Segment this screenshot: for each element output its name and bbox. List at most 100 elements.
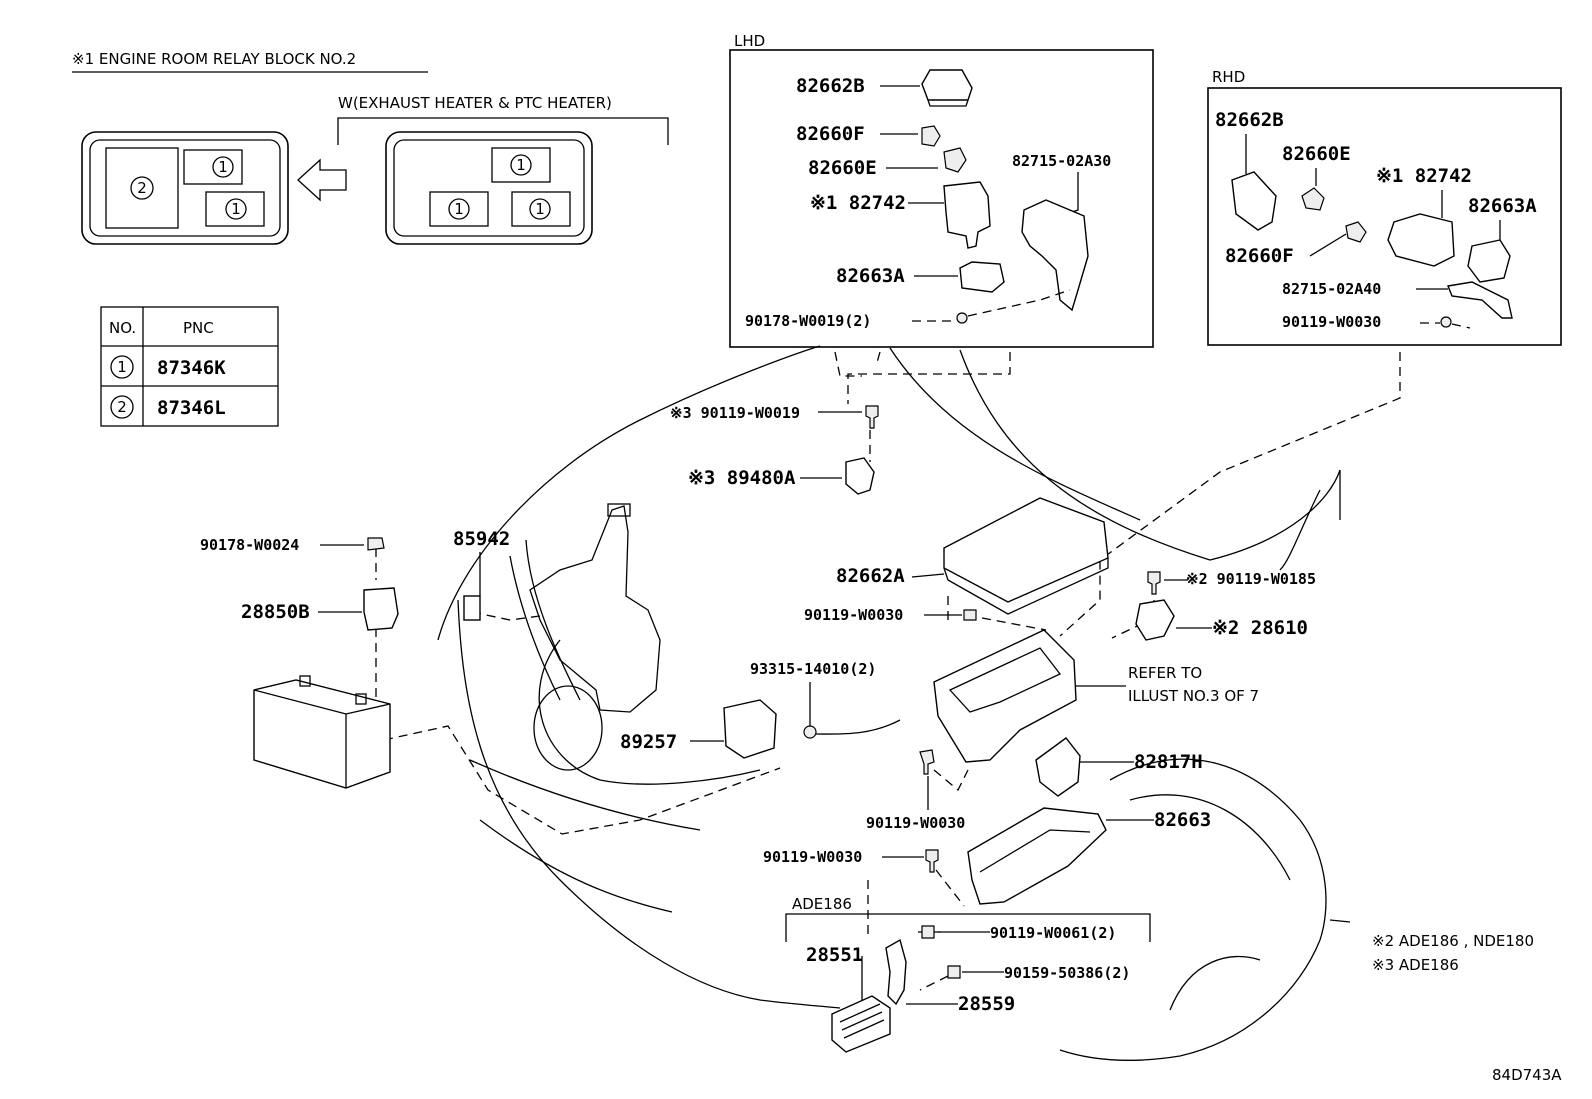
part-label-85942: 85942 (453, 528, 510, 550)
assembly-line (875, 351, 881, 367)
footnotes: ※2 ADE186 , NDE180 ※3 ADE186 84D743A (1372, 932, 1562, 1084)
wheel-arch-edge (1329, 919, 1351, 923)
part-label-82663A: 82663A (836, 265, 905, 287)
relay-box-cavity (948, 647, 1062, 713)
bolt-part (865, 405, 879, 429)
relay-block-part (1387, 213, 1455, 267)
note-2: ※2 ADE186 , NDE180 (1372, 932, 1534, 950)
relay-block-left-inner (89, 139, 281, 237)
sensor-part (1135, 599, 1175, 641)
assembly-line (1451, 323, 1471, 329)
relay-slot-small (429, 191, 489, 227)
ade186-bracket (785, 913, 1151, 942)
washer-tank (529, 505, 661, 713)
bracket-part (1447, 281, 1513, 319)
bracket-part (1021, 199, 1089, 312)
part-label-82660E: 82660E (1282, 143, 1351, 165)
part-label-89257: 89257 (620, 731, 677, 753)
part-label-82715: 82715-02A40 (1282, 280, 1381, 298)
cover-part (1231, 171, 1277, 231)
assembly-line (847, 352, 1011, 404)
part-label-90119-W0185: ※2 90119-W0185 (1186, 570, 1316, 588)
part-label-28559: 28559 (958, 993, 1015, 1015)
assembly-line (933, 769, 969, 792)
nut-part (367, 537, 385, 551)
connector-line (815, 719, 901, 735)
pnc-row-pnc: 87346K (157, 357, 226, 379)
bumper-line (469, 759, 701, 831)
cover-part (921, 69, 973, 101)
pnc-header-no: NO. (109, 319, 136, 337)
part-label-90119-W0061: 90119-W0061(2) (990, 924, 1116, 942)
slot-number-circle (130, 176, 154, 200)
battery-terminal (355, 693, 367, 705)
assembly-lines (375, 351, 1401, 991)
pnc-table-frame (100, 306, 279, 427)
pnc-header-pnc: PNC (183, 319, 214, 337)
ade186-inset: ADE186 28551 90119-W0061(2) 90159-50386(… (785, 895, 1151, 1053)
slot-number-circle (225, 198, 247, 220)
headlamp-outline (538, 639, 761, 785)
row-number-circle (110, 395, 134, 419)
body-line (509, 555, 561, 701)
assembly-line (981, 617, 1047, 631)
part-label-90119: 90119-W0030 (1282, 313, 1381, 331)
ade186-title: ADE186 (792, 895, 852, 913)
arrow-left-icon (297, 158, 347, 202)
slot-number: 1 (535, 200, 545, 218)
relay-slot-small (511, 191, 571, 227)
rhd-inset: RHD 82662B 82660E ※1 82742 82663A 82660F… (1207, 68, 1562, 346)
part-label-90178: 90178-W0019(2) (745, 312, 871, 330)
relay-cover-edge (943, 558, 1109, 615)
relay-block-right (385, 131, 593, 245)
slot-number: 1 (516, 156, 526, 174)
bumper-line (479, 819, 673, 913)
fender-edge (959, 349, 1341, 561)
module-part (831, 995, 891, 1053)
part-label-82715: 82715-02A30 (1012, 152, 1111, 170)
figure-id: 84D743A (1492, 1066, 1562, 1084)
nut-part (803, 725, 817, 739)
part-label-93315: 93315-14010(2) (750, 660, 876, 678)
relay-variant-label: W(EXHAUST HEATER & PTC HEATER) (338, 94, 612, 112)
slot-number: 2 (137, 179, 147, 197)
part-label-82817H: 82817H (1134, 751, 1203, 773)
module-ribs (839, 1003, 885, 1039)
assembly-line (834, 351, 862, 377)
wheel-arch (1059, 939, 1321, 1061)
row-number-circle (110, 355, 134, 379)
relay-part (463, 595, 481, 621)
bolt-part (947, 965, 961, 979)
lhd-inset: LHD 82662B 82660F 82660E ※1 82742 82715-… (729, 32, 1154, 348)
leader-line (1071, 172, 1079, 213)
leader-line (1309, 233, 1347, 257)
part-label-90119-W0019: ※3 90119-W0019 (670, 404, 800, 422)
assembly-line (967, 289, 1071, 317)
part-label-28850B: 28850B (241, 601, 310, 623)
part-label-82663: 82663 (1154, 809, 1211, 831)
variant-bracket (337, 117, 669, 145)
leader-line (911, 573, 945, 578)
part-label-90119-W0030: 90119-W0030 (763, 848, 862, 866)
lower-cover-part (1467, 239, 1511, 283)
pnc-table: NO. PNC 1 87346K 2 87346L (100, 306, 279, 427)
relay-slot-small (205, 191, 265, 227)
part-label-89480A: ※3 89480A (688, 467, 796, 489)
sensor-part (363, 587, 399, 631)
relay-block-inset: ※1 ENGINE ROOM RELAY BLOCK NO.2 W(EXHAUS… (72, 50, 669, 245)
relay-cover-part (943, 497, 1109, 603)
cowl-line (889, 347, 1141, 521)
bumper-outline (457, 599, 841, 1009)
main-parts: ※3 90119-W0019 ※3 89480A 90178-W0024 288… (200, 404, 1316, 905)
lhd-title: LHD (734, 32, 765, 50)
part-label-28610: ※2 28610 (1212, 617, 1308, 639)
headlamp-lens (533, 685, 603, 771)
relay-slot-large (105, 147, 179, 229)
pnc-row-pnc: 87346L (157, 397, 226, 419)
part-label-82742: ※1 82742 (1376, 165, 1472, 187)
assembly-line (471, 611, 541, 621)
battery-terminal (299, 675, 311, 687)
ecu-part (723, 699, 777, 759)
bolt-part (921, 925, 935, 939)
